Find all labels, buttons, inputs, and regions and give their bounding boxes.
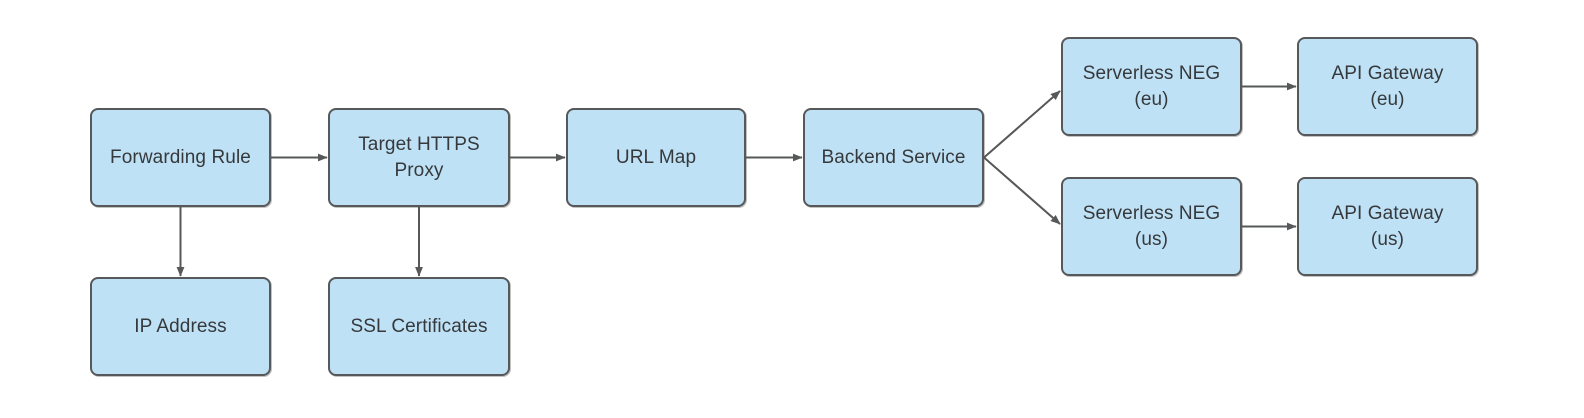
edge-backend-to-neg-us	[983, 156, 1061, 225]
node-api-gateway-eu[interactable]: API Gateway (eu)	[1297, 37, 1478, 136]
edge-backend-to-neg-eu	[983, 90, 1061, 159]
node-serverless-neg-us[interactable]: Serverless NEG (us)	[1061, 177, 1242, 276]
node-api-gateway-us-label: API Gateway (us)	[1331, 202, 1444, 250]
node-serverless-neg-us-label: Serverless NEG (us)	[1082, 202, 1221, 250]
node-ip-address-label: IP Address	[134, 315, 227, 337]
node-url-map[interactable]: URL Map	[566, 108, 746, 207]
node-url-map-label: URL Map	[615, 146, 697, 168]
node-backend-service-label: Backend Service	[821, 146, 966, 168]
node-target-https-proxy-label: Target HTTPS Proxy	[358, 133, 480, 181]
node-api-gateway-us[interactable]: API Gateway (us)	[1297, 177, 1478, 276]
node-forwarding-rule-label: Forwarding Rule	[110, 146, 251, 168]
node-ssl-certificates-label: SSL Certificates	[350, 315, 488, 337]
node-ip-address[interactable]: IP Address	[90, 277, 271, 376]
node-ssl-certificates[interactable]: SSL Certificates	[328, 277, 510, 376]
node-target-https-proxy[interactable]: Target HTTPS Proxy	[328, 108, 510, 207]
node-forwarding-rule[interactable]: Forwarding Rule	[90, 108, 271, 207]
node-serverless-neg-eu-label: Serverless NEG (eu)	[1082, 62, 1221, 110]
node-serverless-neg-eu[interactable]: Serverless NEG (eu)	[1061, 37, 1242, 136]
node-backend-service[interactable]: Backend Service	[803, 108, 984, 207]
node-api-gateway-eu-label: API Gateway (eu)	[1331, 62, 1444, 110]
